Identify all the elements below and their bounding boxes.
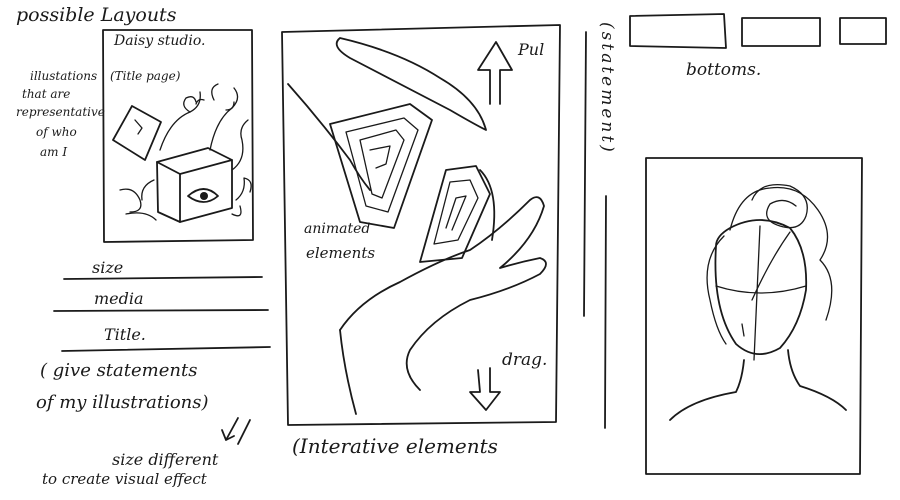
title-page-sketch — [103, 30, 253, 242]
field-title: Title. — [104, 327, 146, 343]
statement-note-line-2: of my illustrations) — [36, 394, 209, 412]
animated-label-line-1: animated — [304, 222, 370, 236]
note-line-4: of who — [36, 126, 77, 138]
note-line-1: illustations — [30, 70, 97, 82]
statement-vertical-label: (statement) — [598, 22, 615, 155]
size-note-line-1: size different — [112, 452, 218, 468]
title-page-label: (Title page) — [110, 70, 180, 82]
portrait-sketch — [646, 158, 862, 474]
pull-label: Pul — [518, 42, 544, 58]
note-line-2: that are — [22, 88, 70, 100]
statement-note-line-1: ( give statements — [40, 362, 197, 380]
field-media: media — [94, 291, 144, 307]
drag-label: drag. — [502, 352, 547, 369]
buttons-label: bottoms. — [686, 62, 761, 79]
studio-title: Daisy studio. — [114, 34, 206, 48]
buttons-row — [630, 14, 886, 48]
size-note-line-2: to create visual effect — [42, 472, 207, 487]
animated-label-line-2: elements — [306, 246, 375, 261]
interactive-label: (Interative elements — [292, 436, 498, 456]
field-size: size — [92, 260, 123, 276]
statement-vertical-text: (statement) — [598, 22, 615, 155]
note-line-5: am I — [40, 146, 67, 158]
note-line-3: representative — [16, 106, 105, 118]
page-heading: possible Layouts — [16, 6, 176, 25]
